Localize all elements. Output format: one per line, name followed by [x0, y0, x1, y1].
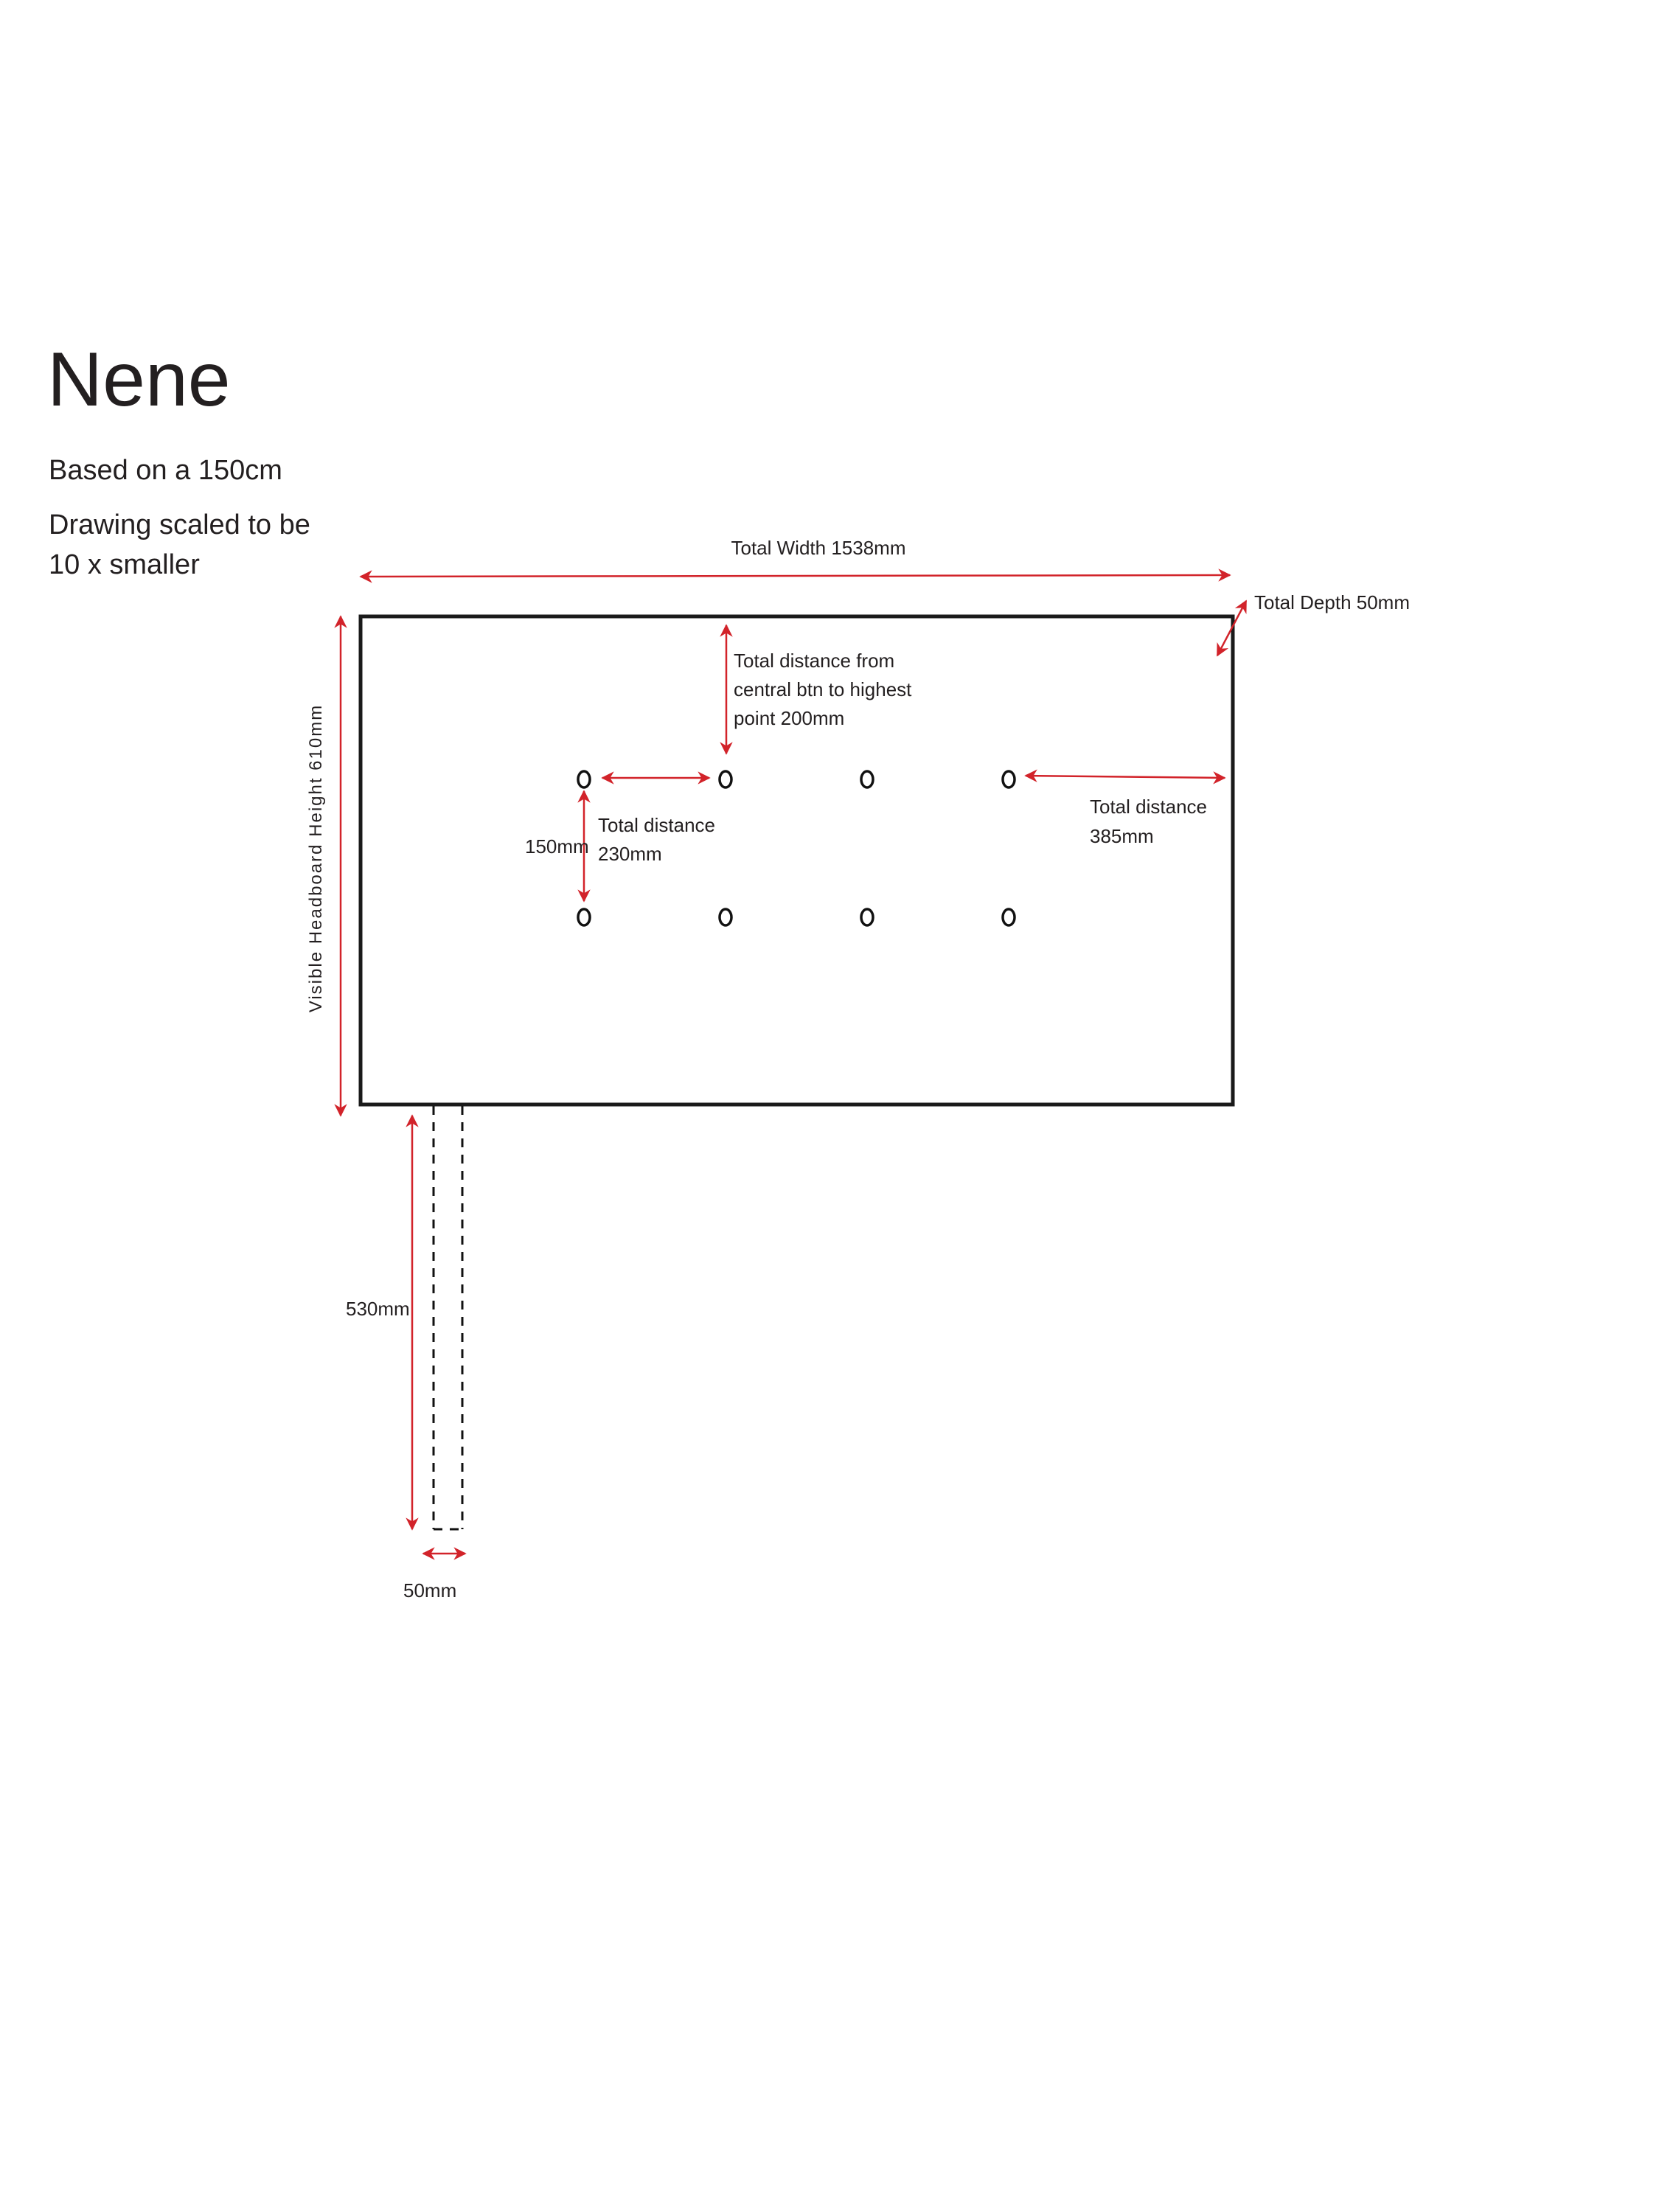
scale-note-line2: 10 x smaller — [49, 549, 200, 580]
page-title: Nene — [47, 337, 231, 422]
visible-height-label: Visible Headboard Height 610mm — [306, 704, 326, 1012]
button-marker — [860, 908, 874, 927]
button-spacing-horizontal-label-2: 230mm — [598, 843, 662, 865]
headboard-outline — [358, 614, 1235, 1107]
total-depth-label: Total Depth 50mm — [1254, 591, 1410, 613]
side-distance-arrow — [1024, 769, 1226, 785]
button-marker — [718, 908, 733, 927]
button-marker — [718, 770, 733, 789]
side-distance-label-1: Total distance — [1090, 796, 1207, 818]
button-grid — [577, 770, 1016, 927]
total-width-label: Total Width 1538mm — [731, 537, 906, 559]
button-spacing-vertical-label: 150mm — [525, 835, 589, 858]
leg-length-label: 530mm — [346, 1298, 410, 1320]
button-marker — [577, 770, 591, 789]
total-depth-arrow — [1216, 599, 1248, 657]
button-marker — [860, 770, 874, 789]
top-distance-label-3: point 200mm — [734, 707, 844, 729]
button-marker — [1001, 908, 1016, 927]
leg-outline — [432, 1106, 464, 1531]
subtitle: Based on a 150cm — [49, 455, 282, 486]
side-distance-label-2: 385mm — [1090, 825, 1154, 847]
scale-note-line1: Drawing scaled to be — [49, 509, 310, 540]
top-distance-label-2: central btn to highest — [734, 678, 912, 700]
leg-width-label: 50mm — [403, 1579, 456, 1601]
button-marker — [1001, 770, 1016, 789]
top-distance-label-1: Total distance from — [734, 650, 894, 672]
total-width-arrow — [359, 568, 1231, 583]
button-marker — [577, 908, 591, 927]
button-spacing-horizontal-label-1: Total distance — [598, 814, 715, 836]
